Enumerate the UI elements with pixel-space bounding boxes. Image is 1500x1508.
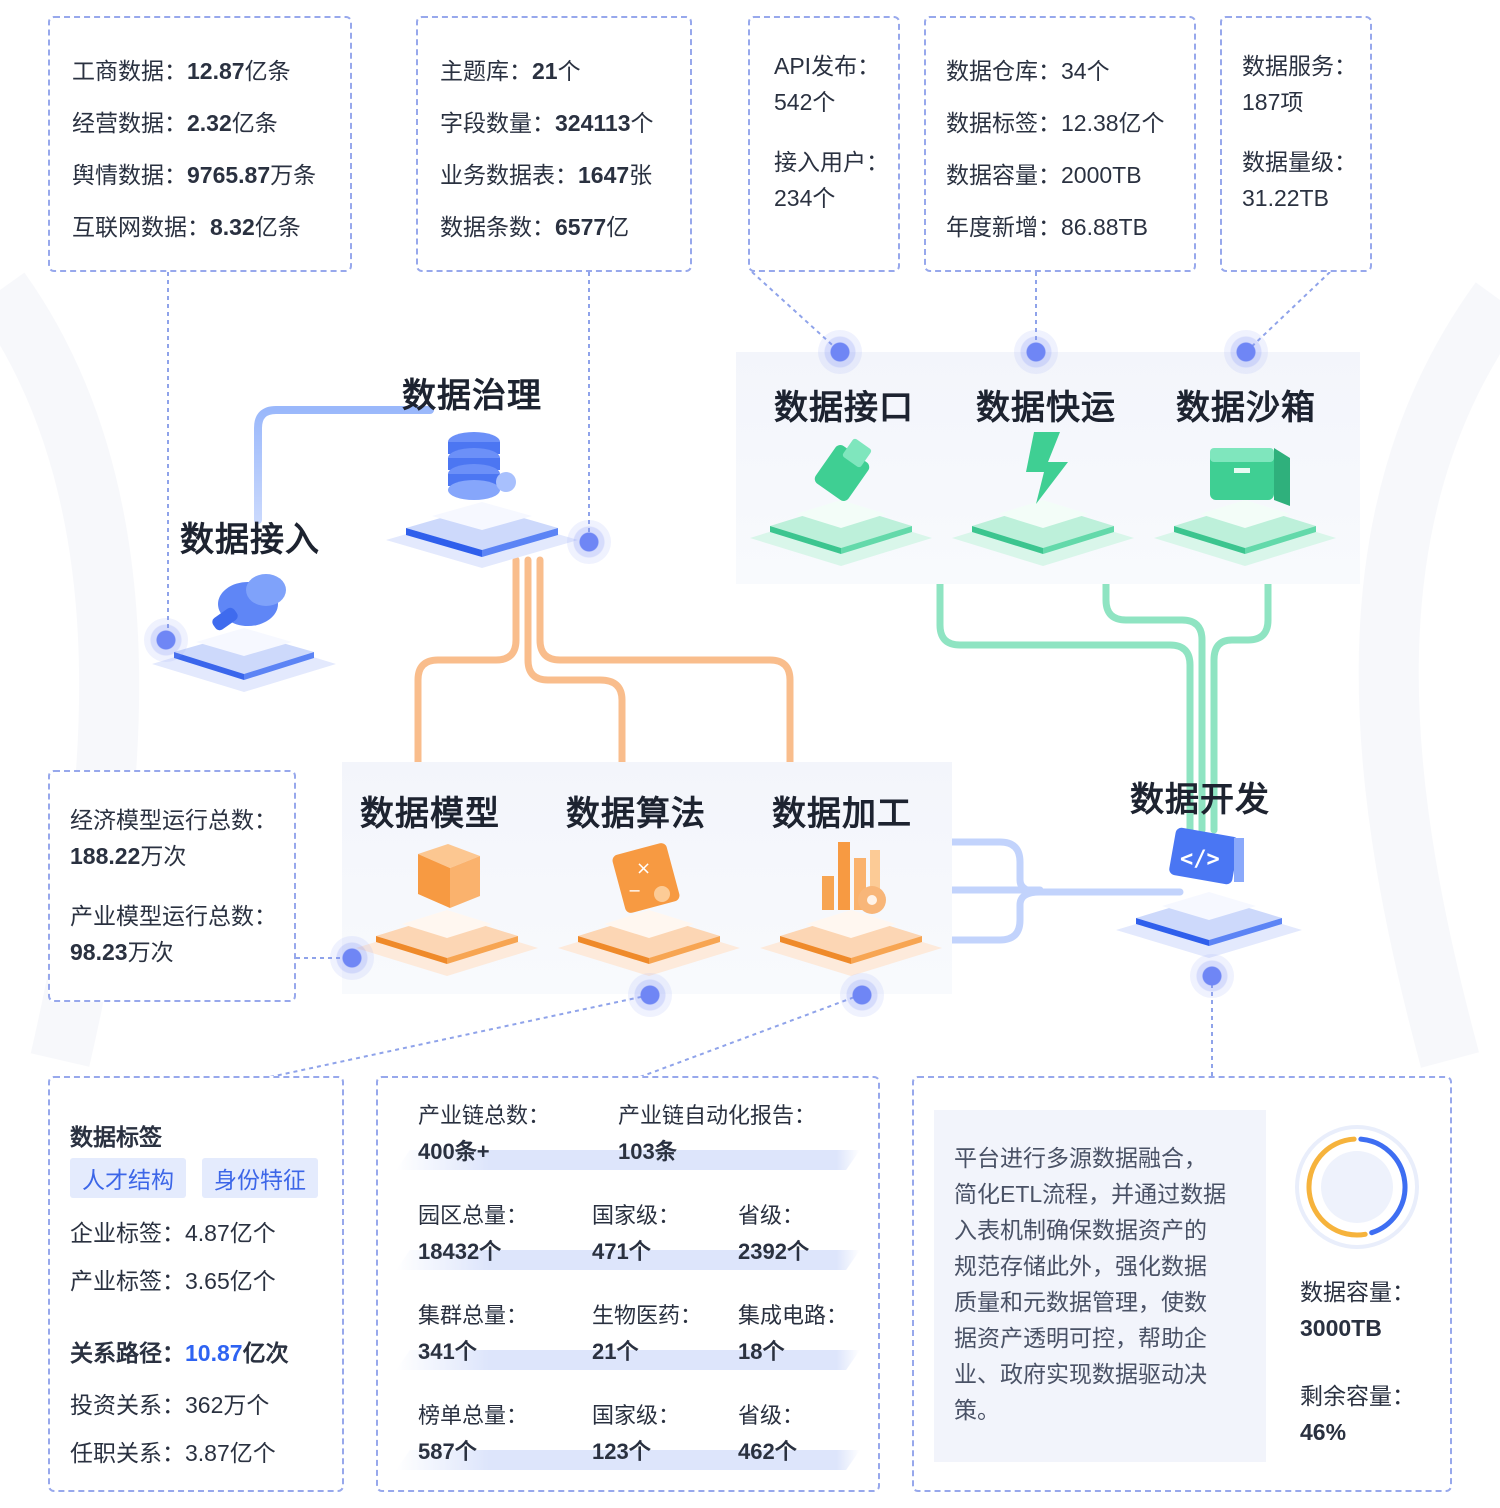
platform-description-line: 平台进行多源数据融合， xyxy=(954,1145,1207,1171)
connector-dot-algorithm xyxy=(628,973,672,1017)
connector-dot-development xyxy=(1190,954,1234,998)
stat-connected-users: 接入用户：234个 xyxy=(774,149,889,211)
capacity-ring-remaining-arc xyxy=(1358,1136,1408,1236)
stat-business-tables: 业务数据表：1647张 xyxy=(440,162,653,188)
stat-theme-library: 主题库：21个 xyxy=(440,58,581,84)
stat-opinion-data: 舆情数据：9765.87万条 xyxy=(72,162,317,188)
stat-industry-tags: 产业标签：3.65亿个 xyxy=(70,1268,276,1294)
capacity-ring-chart xyxy=(1295,1125,1419,1249)
stat-field-count: 字段数量：324113个 xyxy=(440,110,654,136)
stat-data-tags: 数据标签：12.38亿个 xyxy=(946,110,1165,136)
stat-total-capacity: 数据容量： 3000TB xyxy=(1300,1279,1415,1341)
stat-enterprise-tags: 企业标签：4.87亿个 xyxy=(70,1220,276,1246)
stat-list-provincial: 省级：462个 xyxy=(738,1403,805,1464)
model-run-stats-box: 经济模型运行总数： 188.22万次 产业模型运行总数： 98.23万次 xyxy=(48,770,296,1002)
platform-description-line: 质量和元数据管理，使数 xyxy=(954,1289,1207,1315)
svg-text:−: − xyxy=(628,881,641,900)
governance-stats-box: 主题库：21个 字段数量：324113个 业务数据表：1647张 数据条数：65… xyxy=(416,16,692,272)
node-label-data-interface: 数据接口 xyxy=(774,389,914,427)
api-stats-box: API发布：542个 接入用户：234个 xyxy=(748,16,900,272)
stat-business-registration: 工商数据：12.87亿条 xyxy=(72,58,291,84)
connector-dot-access xyxy=(144,618,188,662)
stat-cluster-total: 集群总量：341个 xyxy=(418,1303,529,1364)
stat-cluster-ic: 集成电路：18个 xyxy=(738,1303,849,1364)
stat-employment-relations: 任职关系：3.87亿个 xyxy=(70,1440,276,1466)
tag-box-title: 数据标签 xyxy=(70,1124,162,1150)
stat-internet-data: 互联网数据：8.32亿条 xyxy=(72,214,301,240)
stat-annual-new: 年度新增：86.88TB xyxy=(946,214,1148,240)
database-icon xyxy=(386,432,578,568)
stat-operation-data: 经营数据：2.32亿条 xyxy=(72,110,278,136)
node-label-data-access: 数据接入 xyxy=(180,521,320,559)
stat-park-provincial: 省级：2392个 xyxy=(738,1203,809,1264)
stat-park-national: 国家级：471个 xyxy=(592,1203,681,1264)
platform-description: 平台进行多源数据融合， 简化ETL流程，并通过数据入表机制确保数据资产的规范存储此… xyxy=(954,1140,1254,1428)
row-band-1 xyxy=(396,1150,860,1170)
connector-dot-processing xyxy=(840,973,884,1017)
stat-remaining-capacity: 剩余容量： 46% xyxy=(1300,1383,1415,1445)
plug-icon xyxy=(152,574,336,692)
tag-talent-structure: 人才结构 xyxy=(70,1158,186,1198)
capacity-ring-used-arc xyxy=(1306,1136,1368,1238)
stat-relation-paths: 关系路径：10.87亿次 xyxy=(70,1340,289,1366)
svg-text:×: × xyxy=(636,858,651,879)
warehouse-stats-box: 数据仓库：34个 数据标签：12.38亿个 数据容量：2000TB 年度新增：8… xyxy=(924,16,1196,272)
row-band-4 xyxy=(396,1450,860,1470)
stat-warehouse: 数据仓库：34个 xyxy=(946,58,1110,84)
cube-icon xyxy=(356,844,538,976)
platform-description-line: 策。 xyxy=(954,1397,1000,1423)
connector-dot-interface xyxy=(818,330,862,374)
stat-data-volume: 数据量级：31.22TB xyxy=(1242,149,1357,211)
row-band-2 xyxy=(396,1250,860,1270)
stat-api-published: API发布：542个 xyxy=(774,53,881,115)
platform-description-line: 规范存储此外，强化数据 xyxy=(954,1253,1207,1279)
node-label-data-express: 数据快运 xyxy=(976,389,1116,427)
stat-list-total: 榜单总量：587个 xyxy=(418,1403,529,1464)
calculator-icon: × − xyxy=(558,843,740,976)
stat-park-total: 园区总量：18432个 xyxy=(418,1203,529,1264)
connector-dot-governance xyxy=(567,520,611,564)
data-tag-box: 数据标签 人才结构 身份特征 企业标签：4.87亿个 产业标签：3.65亿个 关… xyxy=(48,1076,344,1492)
stat-data-records: 数据条数：6577亿 xyxy=(440,214,630,240)
connector-dot-model xyxy=(330,936,374,980)
node-label-data-governance: 数据治理 xyxy=(402,377,542,415)
stat-chain-total: 产业链总数：400条+ xyxy=(418,1103,551,1164)
svg-text:</>: </> xyxy=(1180,847,1220,872)
platform-description-line: 据资产透明可控，帮助企 xyxy=(954,1325,1207,1351)
stat-cluster-biomed: 生物医药：21个 xyxy=(592,1303,703,1364)
toolbox-icon xyxy=(1154,448,1336,566)
row-band-3 xyxy=(396,1350,860,1370)
platform-description-line: 业、政府实现数据驱动决 xyxy=(954,1361,1207,1387)
stat-investment-relations: 投资关系：362万个 xyxy=(70,1392,270,1418)
platform-description-line: 简化ETL流程，并通过数据 xyxy=(954,1181,1227,1207)
stat-list-national: 国家级：123个 xyxy=(592,1403,681,1464)
bar-chart-gear-icon xyxy=(760,842,942,976)
industry-chain-box: 产业链总数：400条+ 产业链自动化报告：103条 园区总量：18432个 国家… xyxy=(376,1076,880,1492)
platform-description-panel xyxy=(934,1110,1266,1462)
source-data-stats-box: 工商数据：12.87亿条 经营数据：2.32亿条 舆情数据：9765.87万条 … xyxy=(48,16,352,272)
node-label-data-model: 数据模型 xyxy=(360,795,500,833)
node-label-data-algorithm: 数据算法 xyxy=(566,795,706,833)
stat-industry-model-runs: 产业模型运行总数： 98.23万次 xyxy=(70,903,277,965)
platform-summary-box: 平台进行多源数据融合， 简化ETL流程，并通过数据入表机制确保数据资产的规范存储此… xyxy=(912,1076,1452,1492)
code-icon: </> xyxy=(1116,827,1302,958)
tag-identity-feature: 身份特征 xyxy=(202,1158,318,1198)
stat-data-services: 数据服务：187项 xyxy=(1242,53,1357,115)
platform-description-line: 入表机制确保数据资产的 xyxy=(954,1217,1207,1243)
stat-chain-reports: 产业链自动化报告：103条 xyxy=(618,1103,817,1164)
stat-economic-model-runs: 经济模型运行总数： 188.22万次 xyxy=(70,807,277,869)
service-stats-box: 数据服务：187项 数据量级：31.22TB xyxy=(1220,16,1372,272)
node-label-data-processing: 数据加工 xyxy=(772,795,912,833)
connector-dot-sandbox xyxy=(1224,330,1268,374)
node-label-data-development: 数据开发 xyxy=(1130,781,1270,819)
lightning-icon xyxy=(952,432,1134,566)
node-label-data-sandbox: 数据沙箱 xyxy=(1176,389,1316,427)
usb-icon xyxy=(750,438,932,566)
stat-capacity: 数据容量：2000TB xyxy=(946,162,1142,188)
connector-dot-express xyxy=(1014,330,1058,374)
